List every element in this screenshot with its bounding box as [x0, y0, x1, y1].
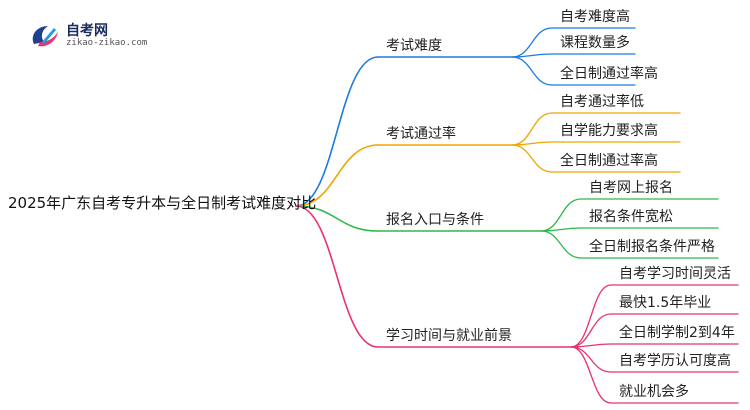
- connector-branch-4-child-1: [570, 284, 612, 348]
- leaf-topic-1-2: 课程数量多: [560, 35, 630, 51]
- leaf-topic-1-3: 全日制通过率高: [560, 66, 658, 82]
- connector-branch-3-child-3: [540, 230, 582, 259]
- leaf-topic-3-2: 报名条件宽松: [589, 209, 673, 225]
- connector-branch-1-child-3: [511, 56, 553, 86]
- logo-name: 自考网: [66, 23, 108, 39]
- branch-topic-3: 报名入口与条件: [386, 212, 484, 228]
- connector-branch-1-child-1: [511, 27, 553, 58]
- connector-branch-2-child-3: [511, 144, 553, 173]
- connector-branch-4-child-2: [570, 313, 612, 348]
- leaf-topic-2-3: 全日制通过率高: [560, 153, 658, 169]
- leaf-topic-2-1: 自考通过率低: [560, 94, 644, 110]
- logo-icon: [32, 26, 58, 47]
- connector-root-branch-2: [295, 144, 379, 207]
- connector-root-branch-1: [295, 56, 379, 207]
- connector-branch-2-child-1: [511, 112, 553, 146]
- site-logo[interactable]: 自考网 zikao-zikao.com: [28, 18, 148, 54]
- leaf-topic-4-2: 最快1.5年毕业: [619, 295, 712, 311]
- logo-domain: zikao-zikao.com: [66, 38, 148, 48]
- connector-root-branch-4: [295, 205, 379, 348]
- leaf-topic-1-1: 自考难度高: [560, 9, 630, 25]
- leaf-topic-2-2: 自学能力要求高: [560, 123, 658, 139]
- leaf-topic-3-3: 全日制报名条件严格: [589, 239, 715, 255]
- leaf-topic-4-1: 自考学习时间灵活: [619, 266, 731, 282]
- connector-branch-4-child-5: [570, 346, 612, 404]
- leaf-topic-3-1: 自考网上报名: [589, 180, 673, 196]
- connector-branch-4-child-4: [570, 346, 612, 373]
- leaf-topic-4-4: 自考学历认可度高: [619, 353, 731, 369]
- connector-branch-3-child-1: [540, 198, 582, 232]
- leaf-topic-4-5: 就业机会多: [619, 384, 689, 400]
- branch-topic-2: 考试通过率: [386, 126, 456, 142]
- branch-topic-1: 考试难度: [386, 38, 442, 54]
- connector-root-branch-3: [295, 205, 379, 232]
- leaf-topic-4-3: 全日制学制2到4年: [619, 325, 735, 341]
- root-topic: 2025年广东自考专升本与全日制考试难度对比: [8, 194, 317, 212]
- branch-topic-4: 学习时间与就业前景: [386, 328, 512, 344]
